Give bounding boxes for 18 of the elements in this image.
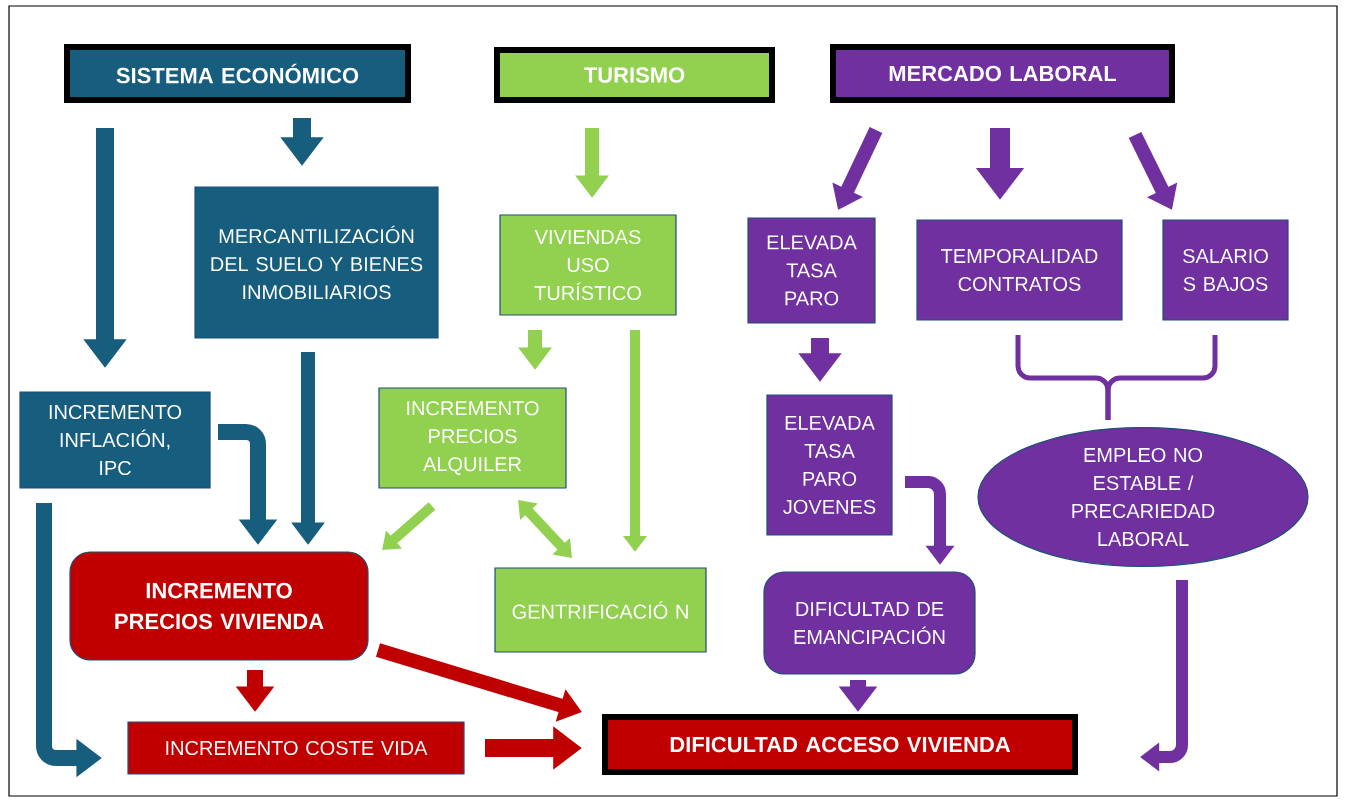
process-box: INCREMENTO PRECIOS ALQUILER — [378, 387, 567, 489]
process-box: MERCANTILIZACIÓN DEL SUELO Y BIENES INMOBILIARIOS — [194, 186, 439, 339]
header-box: MERCADO LABORAL — [830, 44, 1175, 103]
process-box: INCREMENTO INFLACIÓN, IPC — [19, 391, 211, 489]
arrow — [518, 500, 572, 558]
header-box: SISTEMA ECONÓMICO — [64, 44, 411, 103]
rounded-box: INCREMENTO PRECIOS VIVIENDA — [69, 551, 369, 661]
header-box: TURISMO — [494, 47, 775, 103]
header-box: DIFICULTAD ACCESO VIVIENDA — [602, 714, 1078, 775]
process-box: SALARIO S BAJOS — [1162, 219, 1289, 321]
process-box: VIVIENDAS USO TURÍSTICO — [499, 214, 677, 316]
process-box: TEMPORALIDAD CONTRATOS — [916, 219, 1123, 321]
rounded-box: DIFICULTAD DE EMANCIPACIÓN — [763, 571, 976, 675]
process-box: INCREMENTO COSTE VIDA — [127, 721, 465, 775]
process-box: ELEVADA TASA PARO JOVENES — [766, 394, 893, 536]
process-box: ELEVADA TASA PARO — [747, 217, 876, 324]
arrow — [382, 502, 436, 550]
process-box: GENTRIFICACIÓ N — [494, 567, 707, 653]
